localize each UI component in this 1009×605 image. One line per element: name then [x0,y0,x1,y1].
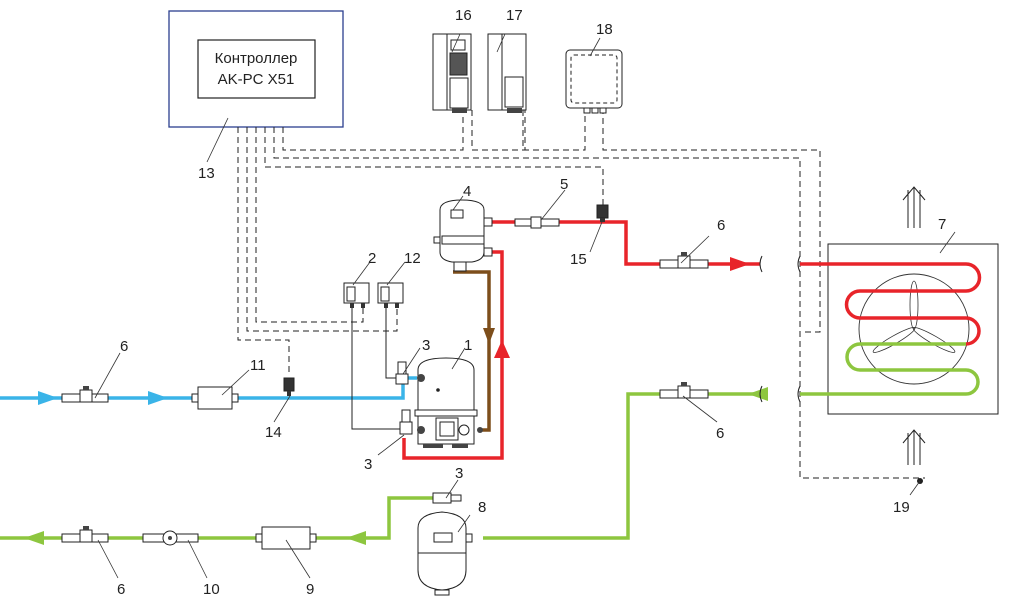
oil-return-line [453,270,491,432]
controller-name: Контроллер [215,50,298,67]
oil-separator-4[interactable] [433,199,493,272]
wire-to-16 [282,110,464,151]
label-15: 15 [570,251,587,268]
ball-valve-6-liquid-in[interactable] [659,382,709,399]
wire-to-condenser-fan [602,108,821,333]
capillary-2 [351,308,403,430]
flow-arrow-icon [748,387,768,401]
label-9: 9 [306,581,314,598]
pressure-switch-12[interactable] [377,282,404,308]
ball-valve-6-discharge[interactable] [659,252,709,269]
service-valve-3-discharge[interactable] [399,409,413,435]
label-6-liquid-out: 6 [117,581,125,598]
label-3-receiver: 3 [455,465,463,482]
compressor-1[interactable] [414,357,483,448]
label-6-liquid-in: 6 [716,425,724,442]
flow-arrow-down-icon [483,328,495,344]
label-19: 19 [893,499,910,516]
reference-labels: 13 16 17 18 4 5 15 6 7 2 12 3 1 3 6 11 1… [117,7,946,598]
label-6-suction: 6 [120,338,128,355]
flow-arrow-icon [148,391,168,405]
service-valve-3-receiver[interactable] [432,492,462,504]
frequency-converter-16[interactable] [432,33,472,113]
label-4: 4 [463,183,471,200]
condenser-7[interactable] [800,243,999,415]
pressure-transmitter-14[interactable] [283,377,295,396]
label-3-discharge: 3 [364,456,372,473]
sight-glass-10[interactable] [142,530,199,546]
fan-circle [858,273,970,385]
leader-lines [94,33,956,579]
liquid-line-to-receiver [483,392,660,540]
controller-display [197,39,316,99]
suction-line-to-compressor [232,384,405,400]
suction-filter-11[interactable] [191,386,239,410]
frequency-converter-17[interactable] [487,33,527,113]
liquid-line-from-receiver [316,496,435,540]
service-valve-3-suction[interactable] [395,361,409,385]
wire-16-17 [471,110,526,151]
wire-to-12 [246,127,398,332]
air-flow-arrow-icon [902,186,926,465]
discharge-line-to-separator [402,250,504,460]
pipe-break-marks [759,255,801,403]
discharge-line-2 [559,220,660,266]
label-16: 16 [455,7,472,24]
label-14: 14 [265,424,282,441]
label-1: 1 [464,337,472,354]
wire-to-15 [264,127,604,205]
control-wiring [237,108,925,479]
label-3-suction: 3 [422,337,430,354]
label-5: 5 [560,176,568,193]
flow-arrow-icon [24,531,44,545]
controller-13[interactable]: Контроллер AK-PC X51 [168,10,344,128]
wire-17-18 [522,108,586,151]
liquid-receiver-8[interactable] [417,511,473,596]
filter-drier-9[interactable] [255,526,317,550]
flow-arrow-icon [346,531,366,545]
label-18: 18 [596,21,613,38]
flow-arrow-up-icon [494,340,510,358]
label-11: 11 [250,357,266,374]
ball-valve-6-suction[interactable] [61,386,109,403]
label-17: 17 [506,7,523,24]
pressure-switch-2[interactable] [343,282,370,308]
label-6-discharge: 6 [717,217,725,234]
check-valve-5[interactable] [514,216,560,229]
label-7: 7 [938,216,946,233]
flow-arrow-icon [38,391,58,405]
flow-arrow-icon [730,257,750,271]
label-8: 8 [478,499,486,516]
ball-valve-6-liquid-out[interactable] [61,526,109,543]
pressure-transmitter-15[interactable] [596,204,609,222]
capillary-12 [385,308,400,379]
wire-to-sensor-19 [273,127,925,479]
label-2: 2 [368,250,376,267]
fan-icon [872,280,956,353]
label-13: 13 [198,165,215,182]
condenser-coil-green [800,342,980,396]
label-10: 10 [203,581,220,598]
condenser-coil-red [800,262,982,346]
label-12: 12 [404,250,421,267]
controller-model: AK-PC X51 [218,71,295,88]
wire-to-14 [237,127,290,375]
junction-box-18[interactable] [565,49,623,114]
